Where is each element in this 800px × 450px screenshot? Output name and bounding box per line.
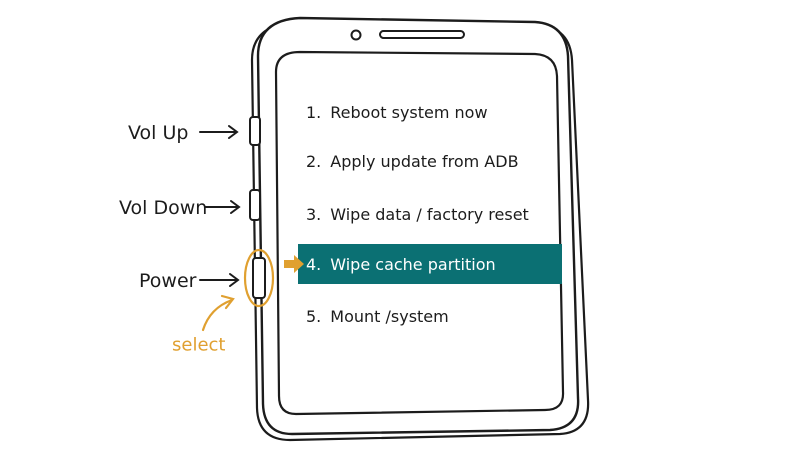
volume-up-button[interactable] xyxy=(249,116,261,146)
menu-item-number: 3. xyxy=(306,204,322,224)
speaker-slot xyxy=(379,30,465,39)
menu-item-mount-system[interactable]: 5. Mount /system xyxy=(298,296,562,336)
selected-item-highlight xyxy=(298,244,562,284)
vol-up-arrow xyxy=(199,125,239,139)
camera-icon xyxy=(350,29,362,41)
menu-item-label: Wipe data / factory reset xyxy=(330,204,529,224)
power-arrow xyxy=(199,273,240,287)
menu-item-label: Reboot system now xyxy=(330,102,488,122)
phone-screen xyxy=(274,50,565,416)
menu-item-wipe-cache[interactable]: 4. Wipe cache partition xyxy=(298,244,562,284)
menu-item-number: 2. xyxy=(306,151,322,171)
volume-down-button[interactable] xyxy=(249,189,261,221)
vol-down-arrow xyxy=(204,200,241,214)
menu-item-label: Mount /system xyxy=(330,306,449,326)
menu-item-label: Wipe cache partition xyxy=(330,254,496,274)
selection-pointer-icon xyxy=(284,255,304,273)
menu-item-number: 5. xyxy=(306,306,322,326)
menu-item-label: Apply update from ADB xyxy=(330,151,519,171)
vol-down-label: Vol Down xyxy=(119,197,208,219)
menu-item-number: 4. xyxy=(306,254,322,274)
power-highlight-ring xyxy=(243,248,275,308)
menu-item-reboot[interactable]: 1. Reboot system now xyxy=(298,92,562,132)
menu-item-wipe-data[interactable]: 3. Wipe data / factory reset xyxy=(298,194,562,234)
vol-up-label: Vol Up xyxy=(128,122,189,144)
power-label: Power xyxy=(139,270,197,292)
select-label: select xyxy=(172,334,226,356)
menu-item-number: 1. xyxy=(306,102,322,122)
menu-item-apply-update[interactable]: 2. Apply update from ADB xyxy=(298,141,562,181)
power-button[interactable] xyxy=(252,257,266,299)
select-arrow xyxy=(201,294,235,332)
